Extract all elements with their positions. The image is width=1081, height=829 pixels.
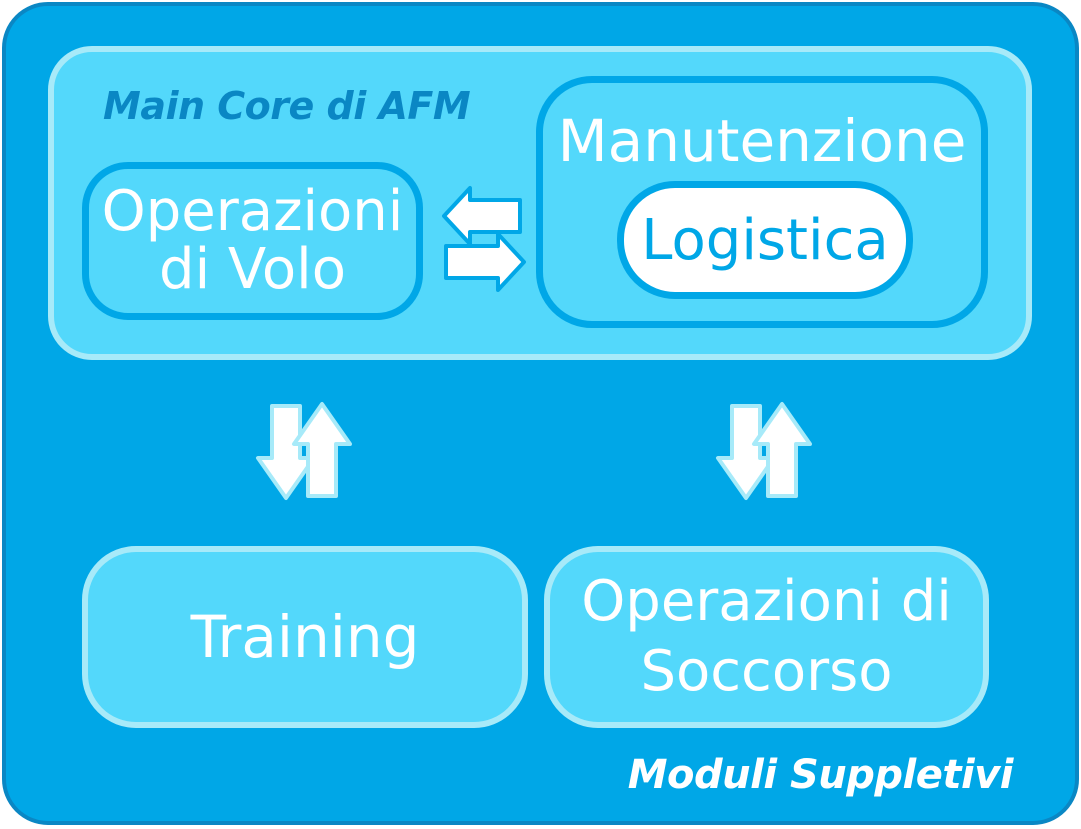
manutenzione-title: Manutenzione bbox=[557, 107, 967, 175]
logistica-label: Logistica bbox=[641, 207, 889, 273]
moduli-suppletivi-label: Moduli Suppletivi bbox=[627, 752, 1014, 798]
operazioni-soccorso-box: Operazioni di Soccorso bbox=[544, 546, 989, 728]
main-core-title: Main Core di AFM bbox=[103, 84, 471, 128]
left-right-exchange-arrows-icon bbox=[442, 186, 526, 292]
up-down-exchange-arrows-icon-left bbox=[256, 402, 352, 500]
training-label: Training bbox=[190, 603, 420, 671]
operazioni-soccorso-label: Operazioni di Soccorso bbox=[581, 567, 952, 707]
up-down-exchange-arrows-icon-right bbox=[716, 402, 812, 500]
training-box: Training bbox=[82, 546, 528, 728]
operazioni-volo-label: Operazioni di Volo bbox=[102, 183, 404, 299]
operazioni-soccorso-line2: Soccorso bbox=[640, 639, 893, 704]
operazioni-volo-box: Operazioni di Volo bbox=[82, 162, 423, 320]
operazioni-volo-line1: Operazioni bbox=[101, 179, 404, 244]
logistica-box: Logistica bbox=[617, 181, 913, 299]
operazioni-soccorso-line1: Operazioni di bbox=[581, 569, 952, 634]
operazioni-volo-line2: di Volo bbox=[159, 237, 346, 302]
